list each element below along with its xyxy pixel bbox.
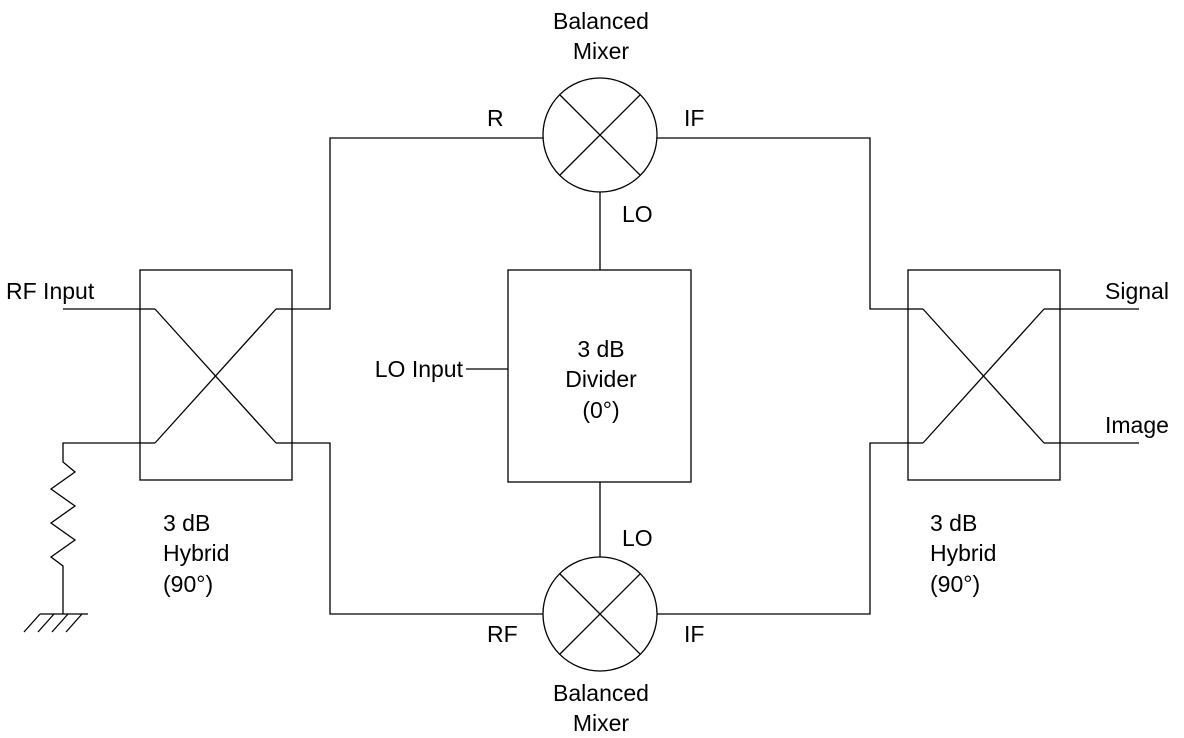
bottom-mixer-title-line1: Balanced <box>553 680 649 706</box>
lo-input-label: LO Input <box>375 356 464 382</box>
divider-line3: (0°) <box>582 397 619 423</box>
image-label: Image <box>1105 412 1169 438</box>
signal-label: Signal <box>1105 278 1169 304</box>
top-mixer-title-line1: Balanced <box>553 8 649 34</box>
right-hybrid-box <box>907 269 1061 481</box>
left-hybrid-line2: Hybrid <box>163 540 229 566</box>
bottom-mixer-title-line2: Mixer <box>573 710 630 736</box>
top-mixer-if-port: IF <box>684 105 704 131</box>
left-hybrid-line3: (90°) <box>163 571 213 597</box>
bottom-mixer-lo-port: LO <box>622 525 653 551</box>
right-hybrid-line3: (90°) <box>930 571 980 597</box>
divider-line2: Divider <box>565 366 637 392</box>
right-hybrid-line1: 3 dB <box>930 510 977 536</box>
bottom-mixer <box>542 556 658 672</box>
left-hybrid <box>139 269 293 481</box>
top-mixer <box>542 77 658 193</box>
divider-line1: 3 dB <box>577 336 624 362</box>
termination-resistor <box>49 442 140 614</box>
ground-icon <box>23 613 88 633</box>
top-mixer-title-line2: Mixer <box>573 38 630 64</box>
bottom-mixer-rf-port: RF <box>487 621 518 647</box>
bottom-mixer-if-port: IF <box>684 621 704 647</box>
connections <box>63 137 1139 615</box>
top-mixer-r-port: R <box>487 105 504 131</box>
right-hybrid <box>907 269 1061 481</box>
rf-input-label: RF Input <box>6 278 95 304</box>
left-hybrid-box <box>139 269 293 481</box>
top-mixer-lo-port: LO <box>622 201 653 227</box>
right-hybrid-line2: Hybrid <box>930 540 996 566</box>
left-hybrid-line1: 3 dB <box>163 510 210 536</box>
